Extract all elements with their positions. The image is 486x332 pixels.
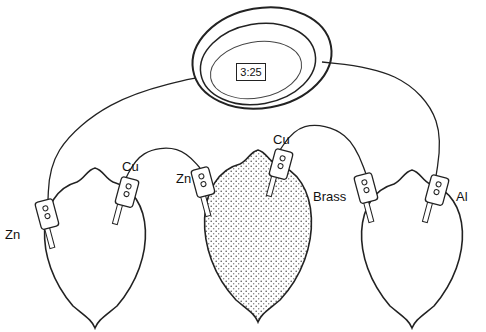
electrode-clip bbox=[35, 198, 65, 249]
metal-label: Brass bbox=[313, 190, 346, 203]
metal-label: Zn bbox=[5, 228, 20, 241]
lemon bbox=[205, 150, 312, 322]
metal-label: Cu bbox=[273, 133, 290, 146]
electrode-clip bbox=[354, 172, 384, 223]
lemon bbox=[45, 168, 146, 328]
electrode-clip bbox=[264, 148, 294, 199]
electrode-clip bbox=[191, 166, 221, 217]
clock-display: 3:25 bbox=[236, 63, 265, 81]
display-time: 3:25 bbox=[240, 66, 261, 78]
wire bbox=[280, 125, 366, 174]
clock bbox=[184, 0, 339, 119]
metal-label: Al bbox=[456, 190, 468, 203]
wire bbox=[322, 62, 440, 176]
metal-label: Cu bbox=[122, 160, 139, 173]
electrode-clip bbox=[420, 174, 450, 225]
metal-label: Zn bbox=[176, 172, 191, 185]
electrode-clip bbox=[110, 176, 140, 227]
